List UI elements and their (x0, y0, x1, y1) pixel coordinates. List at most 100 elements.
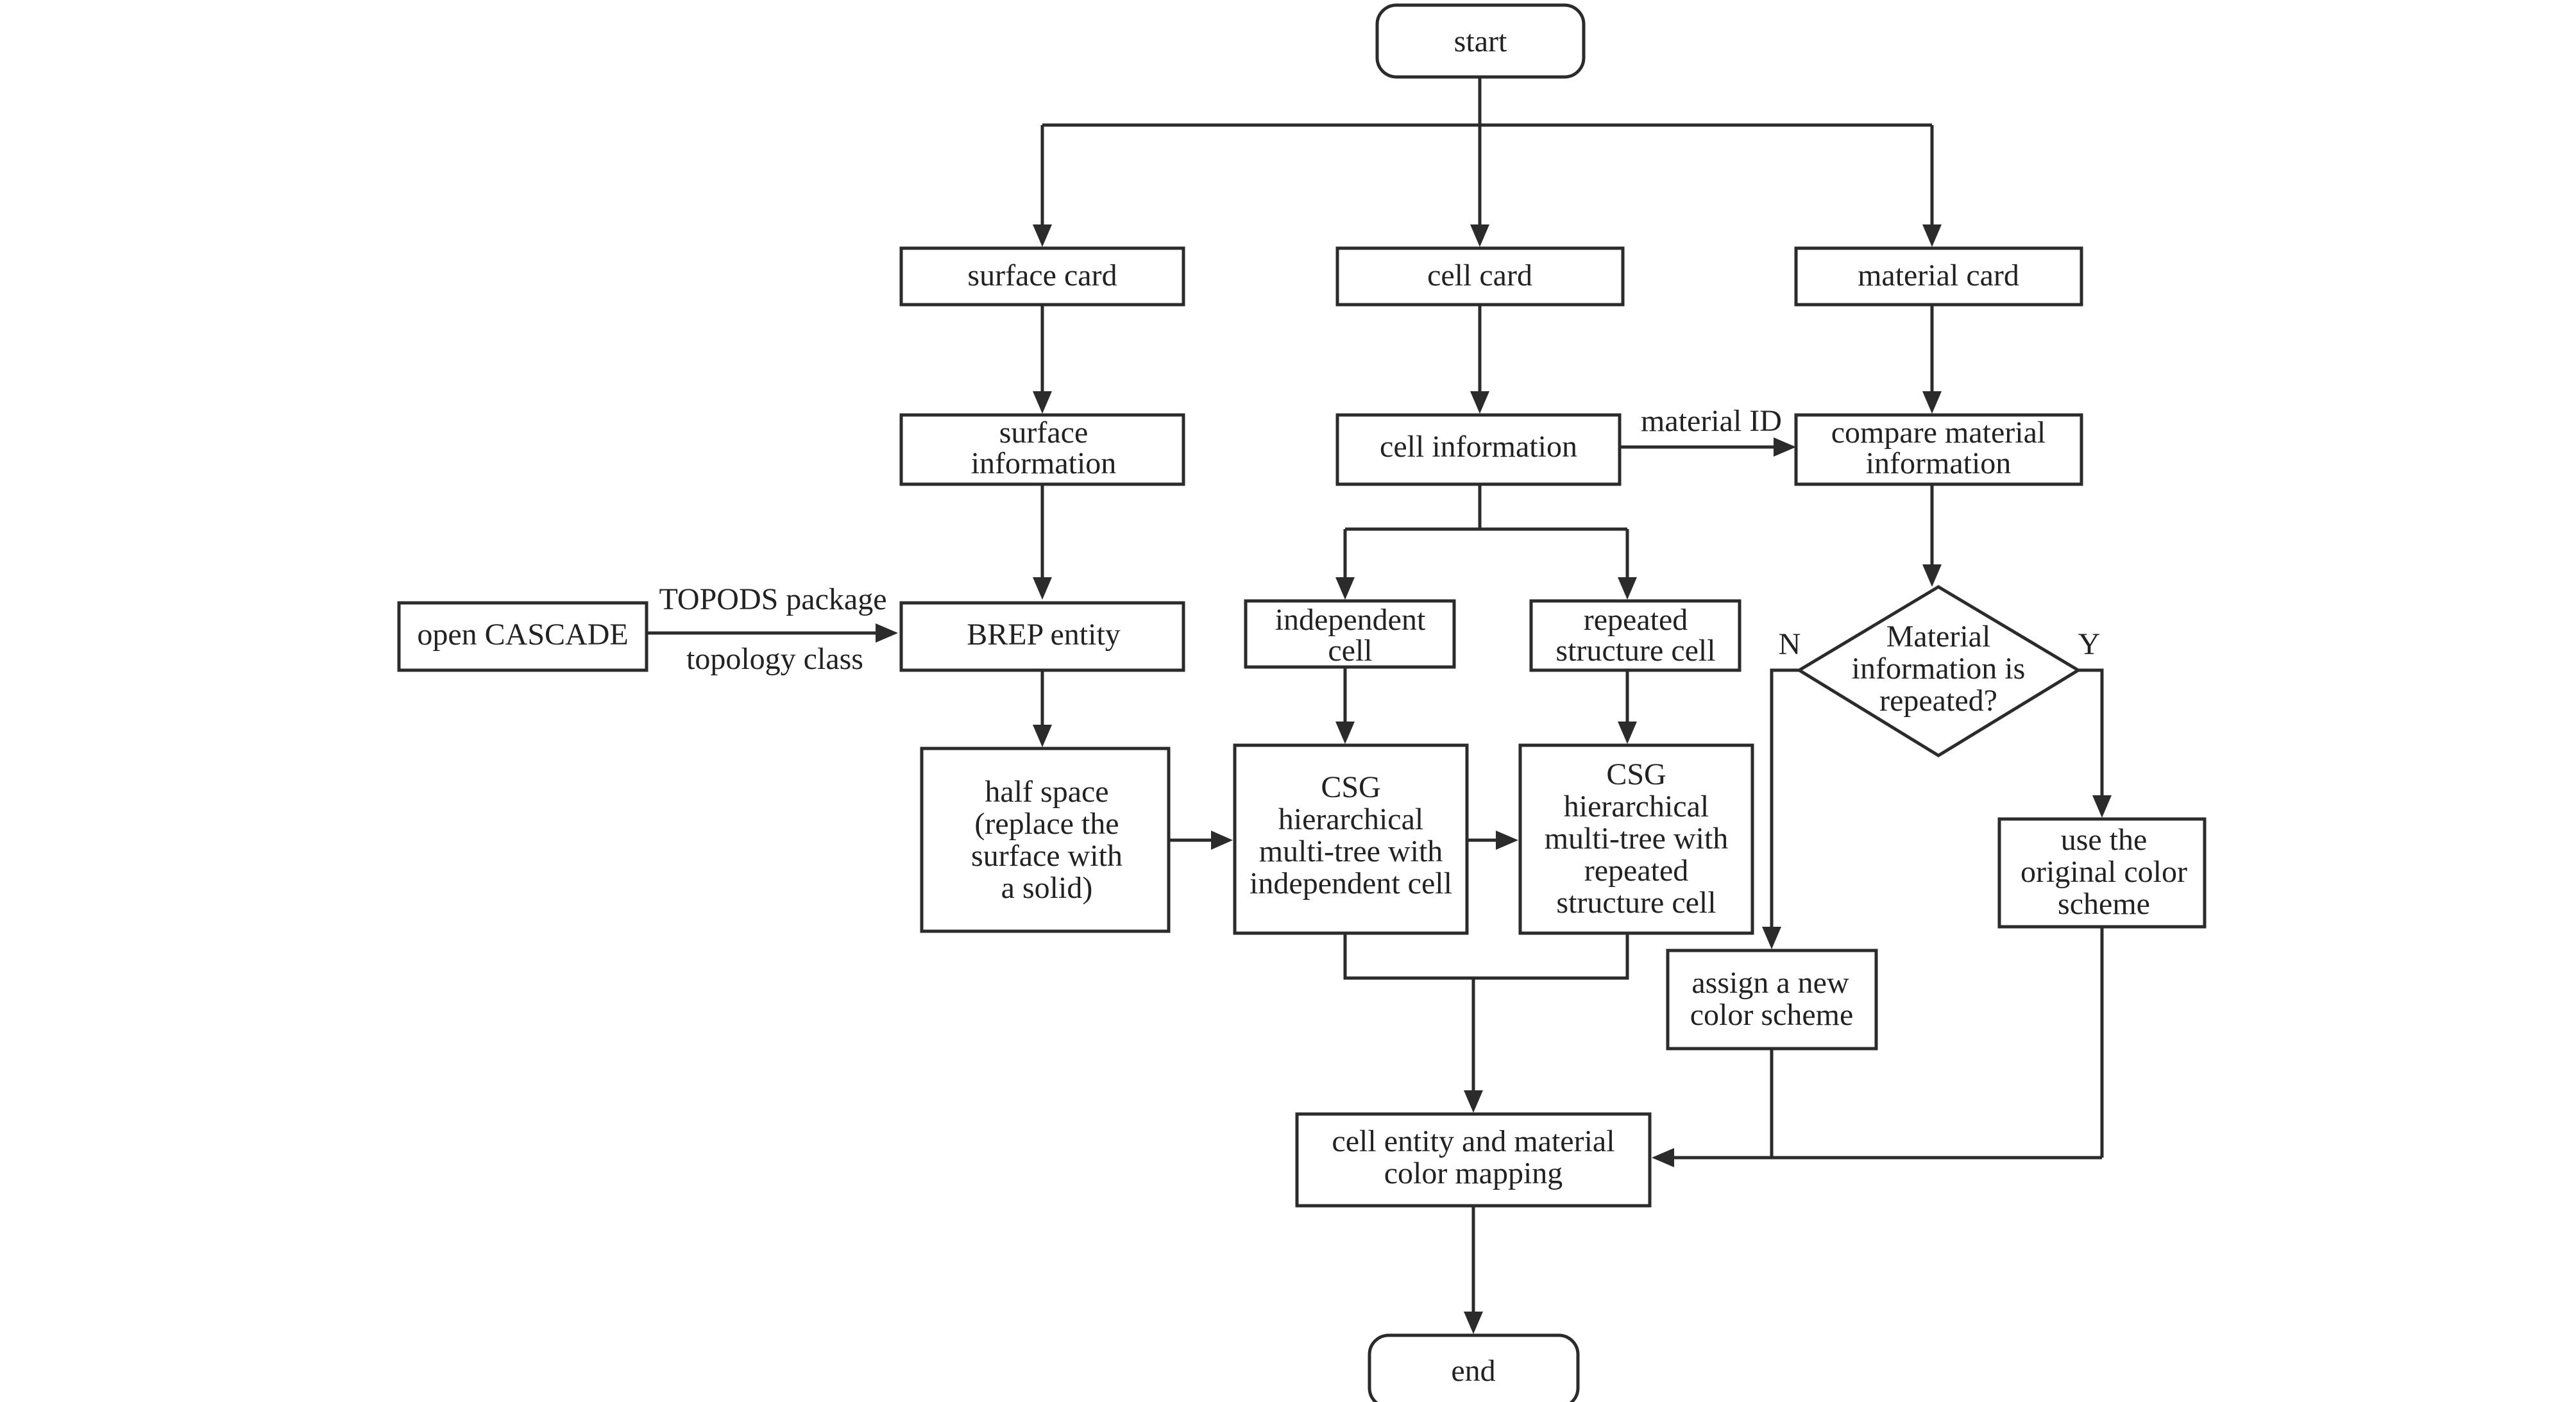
independent-cell-node: independent cell (1244, 599, 1456, 669)
csg-repeated-line-1: CSG (1606, 757, 1666, 791)
arrowhead (1033, 224, 1052, 247)
csg-repeated-line-4: repeated (1584, 854, 1689, 888)
material-card-node: material card (1794, 246, 2083, 307)
brep-entity-box (899, 601, 1185, 672)
csg-independent-line-1: CSG (1321, 770, 1380, 804)
decision-node: Material information is repeated? (1796, 585, 2081, 757)
cell-entity-mapping-line-2: color mapping (1384, 1156, 1563, 1190)
arrowhead (1470, 391, 1489, 414)
csg-independent-box (1233, 743, 1469, 935)
surface-card-node: surface card (899, 246, 1185, 307)
csg-independent-line-2: hierarchical (1278, 802, 1424, 836)
use-original-color-box (1997, 817, 2207, 929)
arrowhead (1496, 831, 1518, 850)
arrowhead (1033, 577, 1052, 600)
assign-new-color-line-1: assign a new (1691, 966, 1849, 1000)
arrowhead (1618, 577, 1637, 600)
compare-material-line-2: information (1866, 446, 2012, 480)
start-label: start (1454, 24, 1507, 58)
arrowhead (2092, 795, 2112, 818)
cell-entity-mapping-box (1295, 1112, 1652, 1208)
cell-entity-mapping-node: cell entity and material color mapping (1295, 1112, 1652, 1208)
half-space-line-1: half space (985, 775, 1108, 809)
open-cascade-node: open CASCADE (397, 601, 648, 672)
repeated-structure-cell-line-2: structure cell (1555, 634, 1715, 668)
arrowhead (1762, 927, 1781, 949)
open-cascade-label: open CASCADE (417, 618, 628, 652)
csg-independent-node: CSG hierarchical multi-tree with indepen… (1233, 743, 1469, 935)
compare-material-node: compare material information (1794, 413, 2083, 486)
start-terminal (1375, 3, 1586, 79)
csg-repeated-line-5: structure cell (1556, 886, 1716, 920)
cell-information-label: cell information (1380, 430, 1577, 464)
independent-cell-line-1: independent (1275, 603, 1426, 637)
use-original-color-line-3: scheme (2058, 887, 2150, 921)
repeated-structure-cell-line-1: repeated (1584, 603, 1688, 637)
use-original-color-line-2: original color (2021, 855, 2187, 889)
independent-cell-box (1244, 599, 1456, 669)
arrowhead (1033, 391, 1052, 414)
assign-new-color-line-2: color scheme (1690, 998, 1854, 1032)
cell-entity-mapping-line-1: cell entity and material (1332, 1124, 1614, 1158)
brep-entity-node: BREP entity (899, 601, 1185, 672)
csg-independent-line-4: independent cell (1250, 866, 1452, 900)
material-card-box (1794, 246, 2083, 307)
repeated-structure-cell-box (1529, 599, 1741, 672)
arrowhead (1470, 224, 1489, 247)
label-topology-class: topology class (686, 642, 863, 676)
compare-material-box (1794, 413, 2083, 486)
csg-repeated-line-2: hierarchical (1564, 790, 1709, 823)
decision-line-2: information is (1852, 652, 2026, 686)
arrowhead (1335, 577, 1355, 600)
half-space-line-4: a solid) (1001, 871, 1093, 905)
surface-card-label: surface card (967, 258, 1117, 292)
half-space-line-2: (replace the (974, 807, 1119, 841)
connector-decision-no (1770, 668, 1799, 927)
label-decision-no: N (1779, 627, 1801, 661)
surface-information-line-2: information (971, 446, 1117, 480)
cell-card-label: cell card (1427, 258, 1532, 292)
compare-material-line-1: compare material (1831, 416, 2046, 450)
end-label: end (1451, 1354, 1495, 1388)
surface-information-box (899, 413, 1185, 486)
label-decision-yes: Y (2078, 627, 2101, 661)
csg-repeated-node: CSG hierarchical multi-tree with repeate… (1518, 743, 1754, 935)
connector-decision-yes (2078, 668, 2104, 795)
cell-information-node: cell information (1335, 413, 1622, 486)
arrowhead (1618, 722, 1637, 744)
assign-new-color-box (1666, 949, 1878, 1051)
arrowhead (1922, 564, 1942, 587)
arrowhead (1922, 224, 1942, 247)
cell-card-box (1335, 246, 1625, 307)
csg-repeated-line-3: multi-tree with (1545, 822, 1729, 856)
assign-new-color-node: assign a new color scheme (1666, 949, 1878, 1051)
end-node: end (1368, 1333, 1580, 1402)
end-terminal (1368, 1333, 1580, 1402)
label-material-id: material ID (1641, 404, 1782, 438)
material-card-label: material card (1858, 258, 2019, 292)
arrowhead (876, 623, 898, 643)
surface-information-line-1: surface (999, 416, 1089, 450)
arrowhead (1464, 1312, 1483, 1334)
use-original-color-line-1: use the (2061, 823, 2148, 857)
start-node: start (1375, 3, 1586, 79)
independent-cell-line-2: cell (1328, 634, 1372, 668)
use-original-color-node: use the original color scheme (1997, 817, 2207, 929)
open-cascade-box (397, 601, 648, 672)
arrowhead (1033, 725, 1052, 747)
cell-information-box (1335, 413, 1622, 486)
cell-card-node: cell card (1335, 246, 1625, 307)
arrowhead (1652, 1148, 1674, 1167)
arrowhead (1774, 437, 1796, 457)
surface-information-node: surface information (899, 413, 1185, 486)
arrowhead (1335, 722, 1355, 744)
connectors (647, 77, 2112, 1334)
csg-repeated-box (1518, 743, 1754, 935)
connector-csg-merge (1343, 933, 1629, 980)
arrowhead (1922, 391, 1942, 414)
label-topods-package: TOPODS package (659, 582, 886, 616)
arrowhead (1464, 1090, 1483, 1113)
csg-independent-line-3: multi-tree with (1259, 834, 1443, 868)
